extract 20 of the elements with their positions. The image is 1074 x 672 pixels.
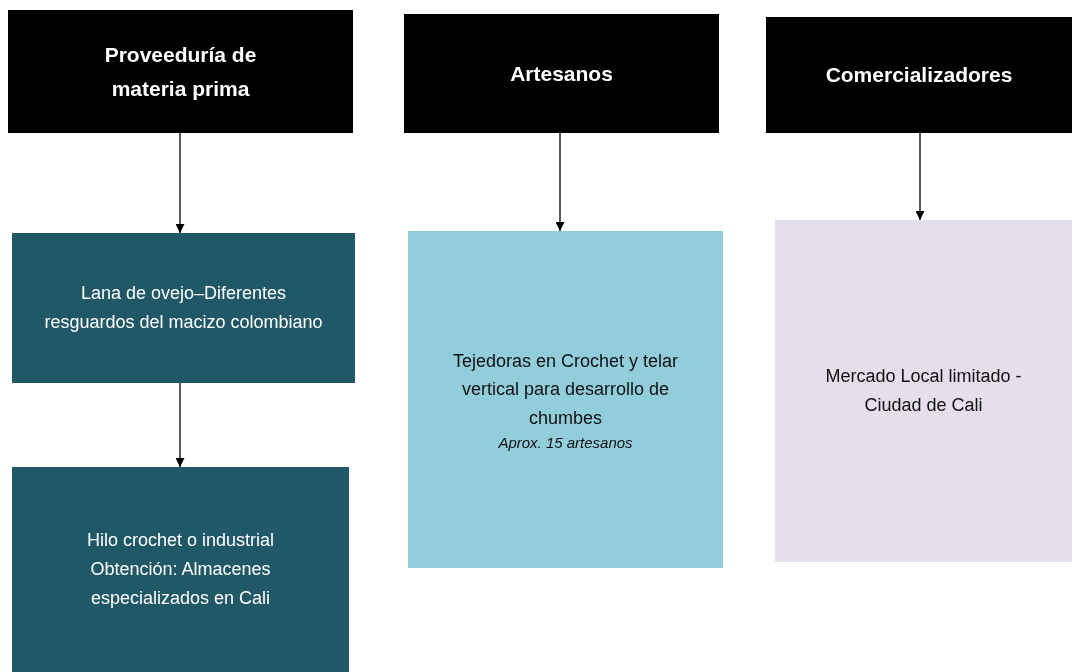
process-box [12, 233, 355, 383]
header-box [766, 17, 1072, 133]
header-text: Artesanos [510, 60, 613, 87]
box-text: Mercado Local limitado - Ciudad de Cali [824, 365, 1023, 417]
arrow [175, 132, 185, 234]
box-text: Hilo crochet o industrial [86, 529, 275, 553]
box-text: Obtención: Almacenes especializados en Cali [89, 558, 272, 610]
process-box [775, 220, 1072, 562]
box-text: Tejedoras en Crochet y telar vertical para desarrollo de chumbes [451, 349, 680, 431]
header-text: Proveeduría de materia prima [103, 41, 258, 102]
process-box [12, 467, 349, 672]
header-text: Comercializadores [825, 62, 1013, 89]
arrow [175, 382, 185, 468]
box-text: Lana de ovejo–Diferentes resguardos del macizo colombiano [43, 282, 324, 334]
arrow [915, 132, 925, 221]
note-text: Aprox. 15 artesanos [498, 432, 633, 453]
header-box [8, 10, 353, 133]
header-box [404, 14, 719, 133]
arrow [555, 132, 565, 232]
process-box [408, 231, 723, 568]
